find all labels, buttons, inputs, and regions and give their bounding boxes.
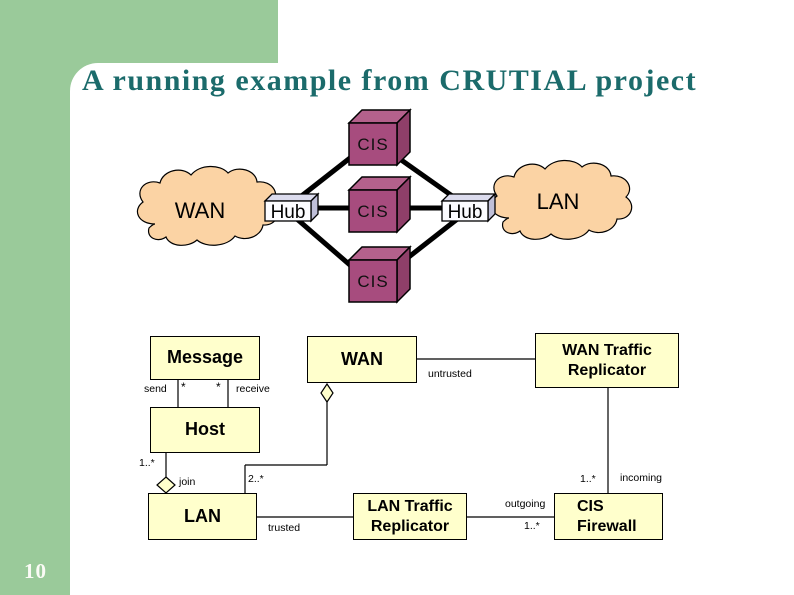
class-box-wan-label: WAN <box>341 348 383 369</box>
class-box-lan: LAN <box>148 493 257 540</box>
cis-cube-bottom <box>347 245 412 304</box>
class-box-lan-traffic-replicator: LAN Traffic Replicator <box>353 493 467 540</box>
assoc-label-incoming-mult: 1..* <box>580 473 596 485</box>
assoc-label-incoming: incoming <box>620 472 663 484</box>
assoc-label-receive-mult: * <box>216 380 221 394</box>
class-box-lan-label: LAN <box>184 505 221 526</box>
assoc-label-untrusted: untrusted <box>428 368 472 380</box>
cis-middle-label: CIS <box>357 202 388 221</box>
class-box-cfw-line2: Firewall <box>577 517 637 535</box>
class-box-wtr-line2: Replicator <box>567 361 647 379</box>
cube-front-face <box>348 122 398 166</box>
assoc-label-outgoing-mult: 1..* <box>524 520 540 532</box>
class-box-host-label: Host <box>185 419 225 440</box>
page-title: A running example from CRUTIAL project <box>82 64 698 97</box>
assoc-label-send: send <box>144 383 167 395</box>
assoc-label-receive: receive <box>236 383 270 395</box>
hub-front-face <box>264 200 312 222</box>
assoc-label-host-mult: 1..* <box>139 457 155 469</box>
cube-front-face <box>348 259 398 303</box>
hub-top-face <box>263 193 320 202</box>
assoc-label-lan-mult: 2..* <box>248 473 264 485</box>
hub-front-face <box>441 200 489 222</box>
page-number: 10 <box>24 559 47 583</box>
uml-association-lines <box>165 358 609 518</box>
cube-front-face <box>348 189 398 233</box>
hub-right <box>440 192 497 223</box>
cis-cube-top <box>347 108 412 167</box>
class-box-host: Host <box>150 407 260 453</box>
wan-cloud-label: WAN <box>175 198 226 223</box>
aggregation-diamond-lan <box>156 476 176 494</box>
assoc-label-join: join <box>179 476 196 488</box>
hub-right-label: Hub <box>448 202 483 223</box>
assoc-label-send-mult: * <box>181 380 186 394</box>
class-box-ltr-line1: LAN Traffic <box>367 498 453 516</box>
class-box-message: Message <box>150 336 260 380</box>
aggregation-diamond-wan <box>320 382 334 404</box>
class-box-wan: WAN <box>307 336 417 383</box>
content-panel-top <box>278 0 794 64</box>
class-box-wan-traffic-replicator: WAN Traffic Replicator <box>535 333 679 388</box>
class-box-cfw-line1: CIS <box>577 498 604 516</box>
hub-left-label: Hub <box>271 202 306 223</box>
assoc-label-outgoing: outgoing <box>505 498 546 510</box>
lan-cloud-label: LAN <box>537 189 580 214</box>
hub-top-face <box>440 193 497 202</box>
hub-left <box>263 192 320 223</box>
cis-bottom-label: CIS <box>357 272 388 291</box>
cis-top-label: CIS <box>357 135 388 154</box>
cis-cube-middle <box>347 175 412 234</box>
class-box-wtr-line1: WAN Traffic <box>562 342 652 360</box>
class-box-message-label: Message <box>166 347 244 368</box>
assoc-label-trusted: trusted <box>268 522 301 534</box>
class-box-ltr-line2: Replicator <box>370 517 450 535</box>
class-box-cis-firewall: CIS Firewall <box>554 493 663 540</box>
